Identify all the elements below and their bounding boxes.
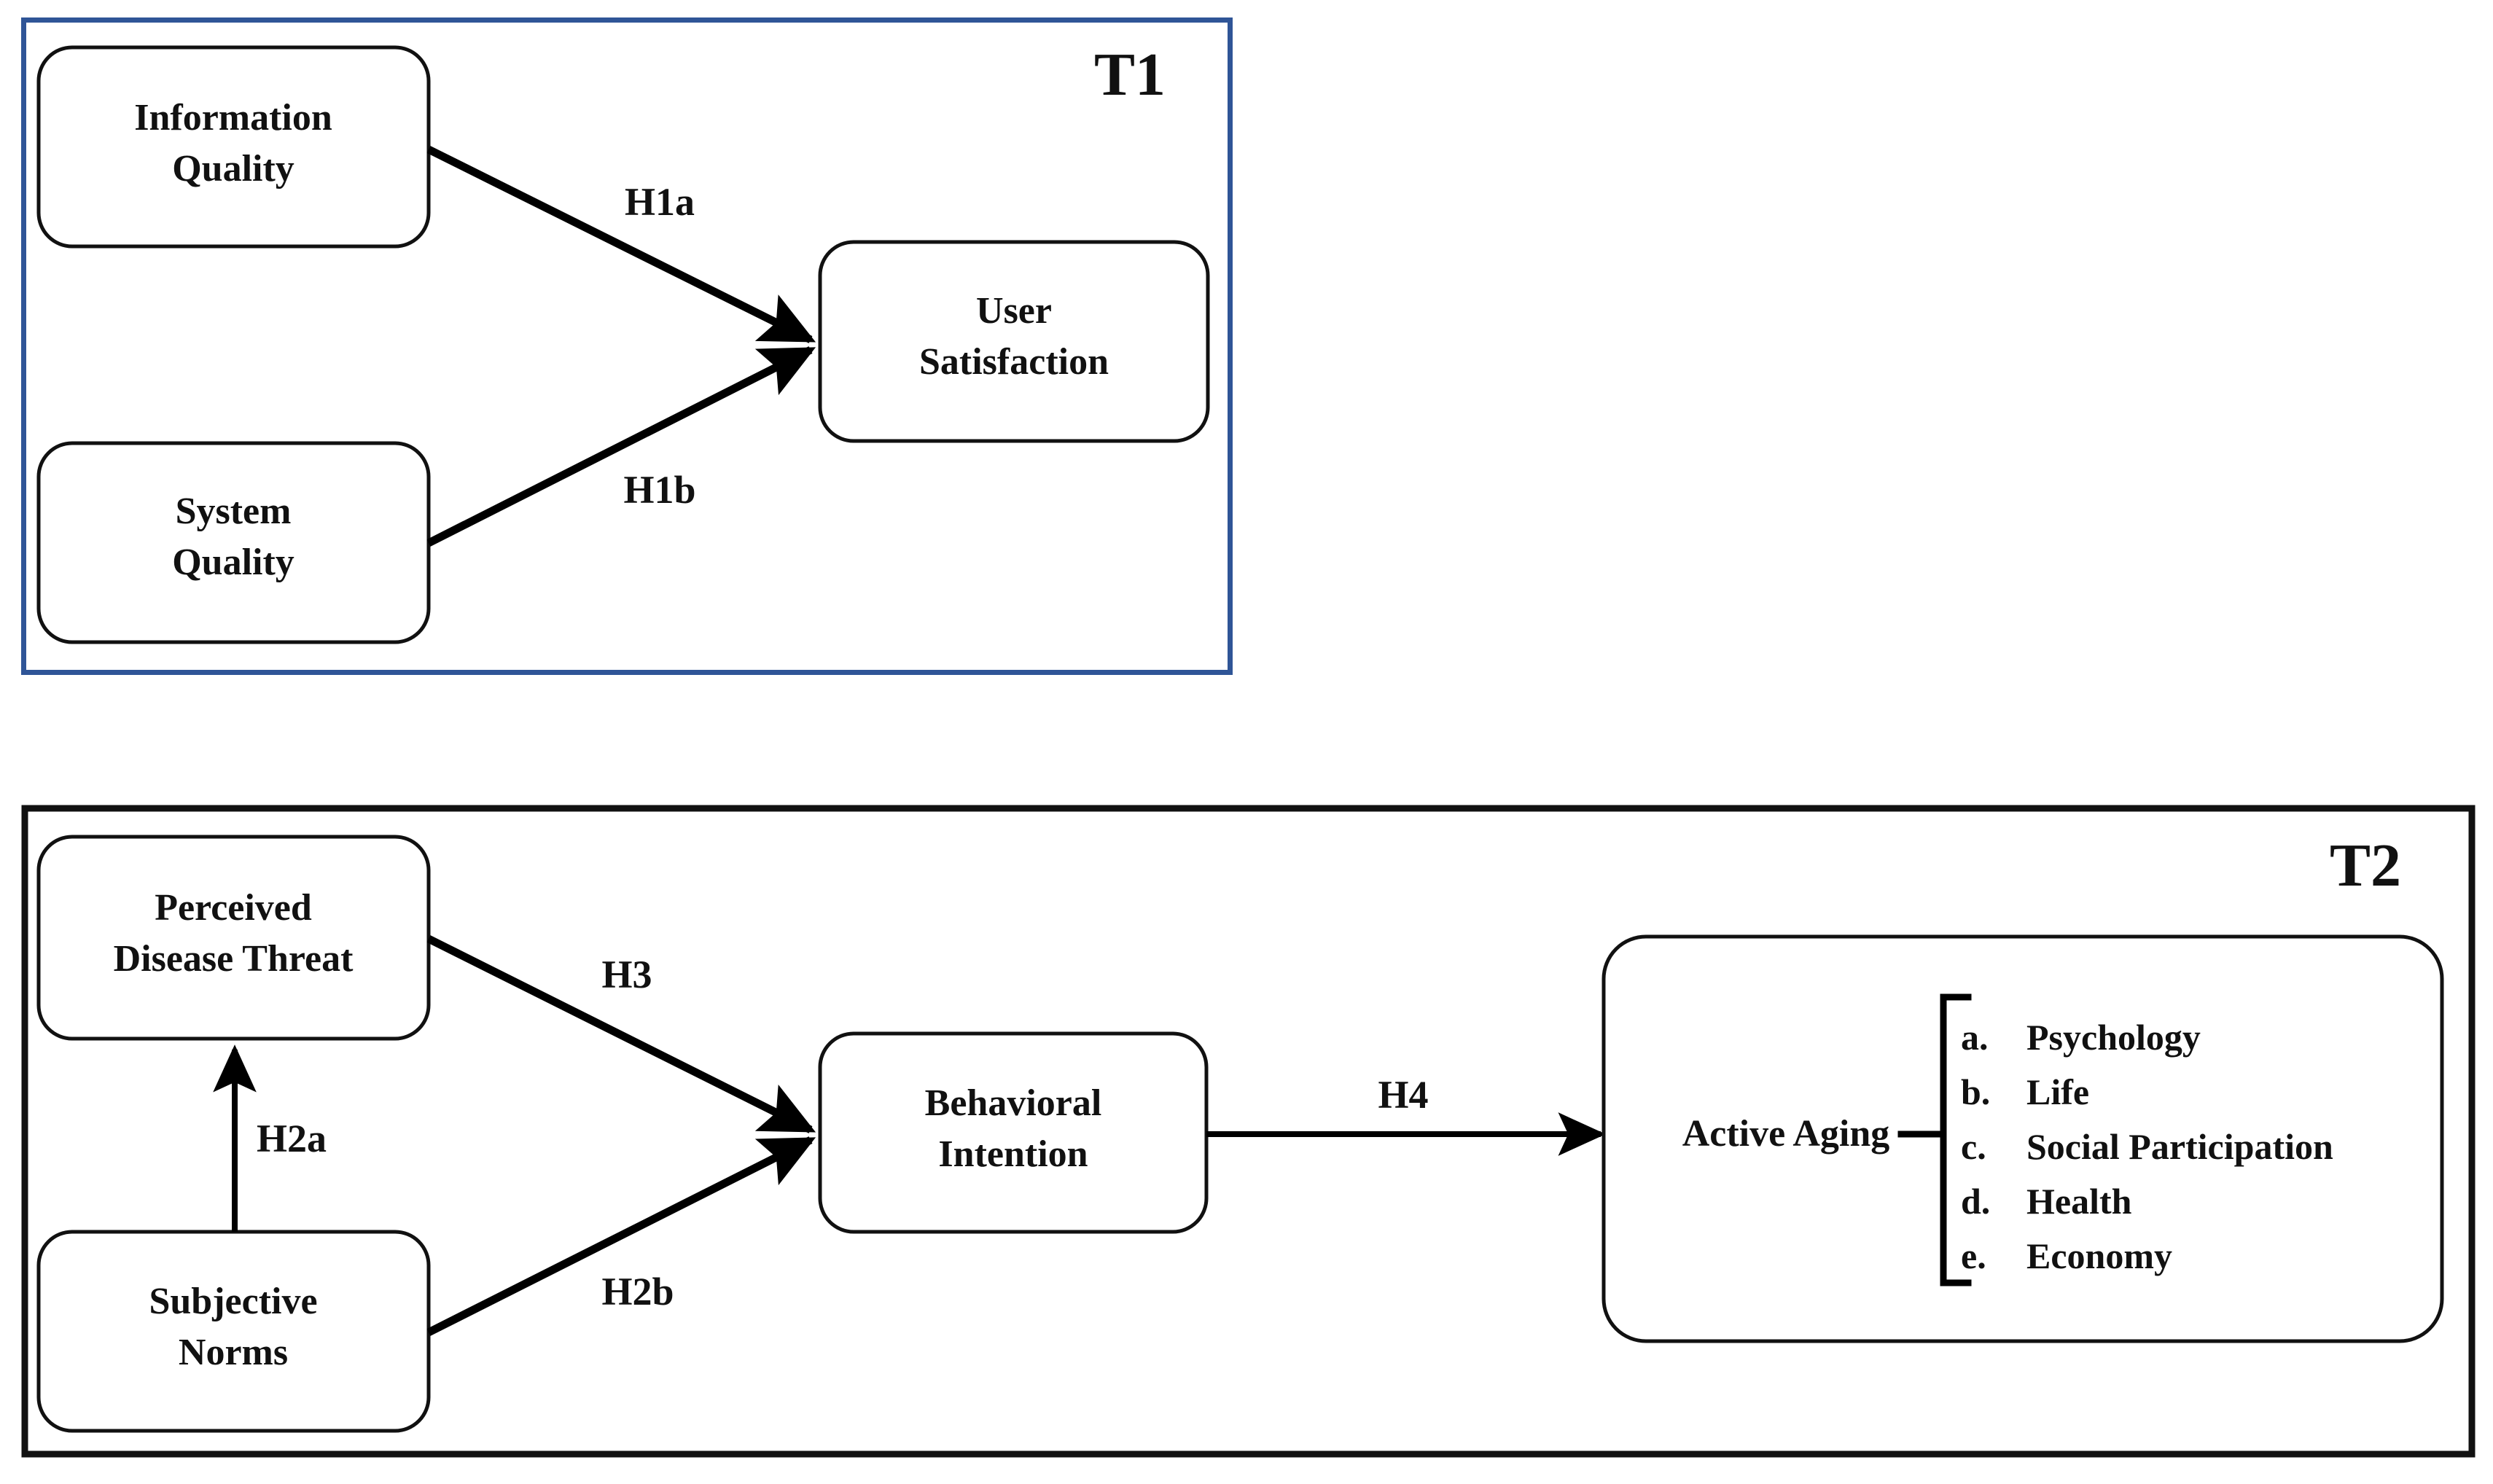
dimension-marker-d: d.: [1961, 1181, 1990, 1222]
panel-t1: T1 Information Quality System Quality Us…: [21, 17, 1233, 675]
panel-t2: T2 Perceived Disease Threat Subjective N…: [21, 805, 2476, 1458]
edge-h1b: [426, 346, 816, 547]
panel-t2-tag: T2: [2330, 832, 2401, 899]
information-quality-label-line1: Information: [134, 97, 332, 138]
active-aging-label: Active Aging: [1682, 1113, 1890, 1155]
user-satisfaction-label-line1: User: [976, 290, 1052, 332]
user-satisfaction-label-line2: Satisfaction: [919, 341, 1109, 383]
list-item: b. Life: [1961, 1071, 2089, 1112]
node-user-satisfaction: User Satisfaction: [818, 240, 1210, 443]
perceived-disease-threat-label-line1: Perceived: [155, 887, 312, 929]
subjective-norms-label-line1: Subjective: [149, 1281, 317, 1322]
list-item: d. Health: [1961, 1181, 2132, 1222]
dimension-label-b: Life: [2026, 1071, 2089, 1112]
edge-h1a: [426, 146, 816, 343]
dimensions-bracket: [1940, 993, 1972, 1286]
node-active-aging: Active Aging a. Psychology b. Life: [1601, 934, 2444, 1343]
dimension-label-a: Psychology: [2026, 1017, 2201, 1058]
dimension-marker-a: a.: [1961, 1017, 1989, 1058]
behavioral-intention-label-line1: Behavioral: [925, 1082, 1102, 1124]
user-satisfaction-box: [818, 240, 1210, 443]
node-perceived-disease-threat: Perceived Disease Threat: [36, 835, 431, 1041]
node-information-quality: Information Quality: [36, 45, 431, 249]
information-quality-label-line2: Quality: [172, 148, 294, 190]
node-subjective-norms: Subjective Norms: [36, 1230, 431, 1433]
list-item: e. Economy: [1961, 1235, 2172, 1276]
subjective-norms-label-line2: Norms: [179, 1332, 288, 1373]
behavioral-intention-box: [818, 1031, 1209, 1234]
edge-h2b: [426, 1136, 816, 1336]
list-item: c. Social Participation: [1961, 1126, 2333, 1167]
edge-h4-label: H4: [1378, 1073, 1428, 1117]
edge-h1a-label: H1a: [625, 180, 695, 224]
perceived-disease-threat-box: [36, 835, 431, 1041]
node-behavioral-intention: Behavioral Intention: [818, 1031, 1209, 1234]
active-aging-box: [1601, 934, 2444, 1343]
panel-t1-tag: T1: [1094, 41, 1166, 109]
edge-h3: [426, 935, 816, 1133]
dimension-marker-b: b.: [1961, 1071, 1990, 1112]
system-quality-label-line2: Quality: [172, 542, 294, 583]
behavioral-intention-label-line2: Intention: [938, 1133, 1088, 1175]
list-item: a. Psychology: [1961, 1017, 2201, 1058]
edge-h2b-label: H2b: [601, 1270, 674, 1313]
system-quality-label-line1: System: [176, 491, 292, 532]
dimension-marker-e: e.: [1961, 1235, 1986, 1276]
dimension-label-d: Health: [2026, 1181, 2132, 1222]
edge-h3-label: H3: [601, 953, 652, 996]
active-aging-dimension-list: a. Psychology b. Life c. Social Particip…: [1961, 1017, 2333, 1276]
information-quality-box: [36, 45, 431, 249]
node-system-quality: System Quality: [36, 441, 431, 644]
dimension-label-c: Social Participation: [2026, 1126, 2333, 1167]
edge-h2a-label: H2a: [257, 1117, 327, 1160]
dimension-label-e: Economy: [2026, 1235, 2172, 1276]
perceived-disease-threat-label-line2: Disease Threat: [114, 938, 354, 980]
dimension-marker-c: c.: [1961, 1126, 1986, 1167]
edge-h1b-label: H1b: [623, 468, 695, 512]
